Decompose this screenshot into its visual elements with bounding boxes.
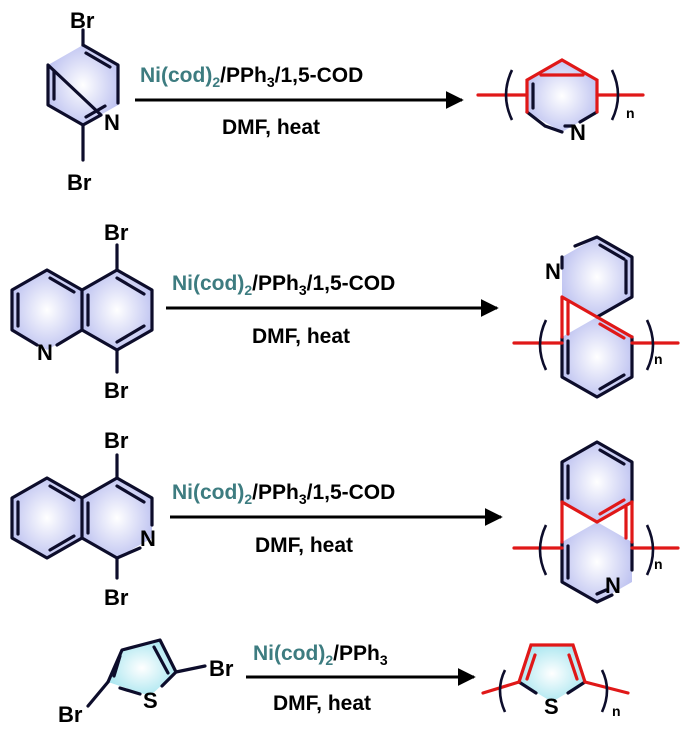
repeat-subscript: n <box>626 105 635 121</box>
solvent-label: DMF, heat <box>222 116 320 139</box>
reagent-cod: /1,5-COD <box>307 481 396 504</box>
reactant-dibromoquinoline: Br N Br <box>10 220 154 403</box>
reagent-sub: 3 <box>267 74 275 90</box>
atom-br-bottom: Br <box>104 378 129 403</box>
reagent-sub: 3 <box>299 491 307 507</box>
reaction-4: Br S Br Ni(cod)2/PPh3 DMF, heat S n <box>58 638 630 727</box>
reagent-pph: /PPh <box>252 272 299 295</box>
reagent-cod: /1,5-COD <box>307 272 396 295</box>
product-polythiophene: S n <box>481 643 630 719</box>
reagent-sub: 2 <box>325 652 333 668</box>
svg-text:Ni(cod)2/PPh3/1,5-COD: Ni(cod)2/PPh3/1,5-COD <box>172 481 395 507</box>
reactant-dibromothiophene: Br S Br <box>58 638 234 727</box>
svg-text:Ni(cod)2/PPh3/1,5-COD: Ni(cod)2/PPh3/1,5-COD <box>140 64 363 90</box>
reagent-sub: 3 <box>380 652 388 668</box>
product-polypyridine: N n <box>476 58 645 145</box>
reagent-sub: 3 <box>299 282 307 298</box>
product-polyquinoline: N n <box>512 235 680 399</box>
atom-n: N <box>104 110 120 135</box>
conditions-4: Ni(cod)2/PPh3 DMF, heat <box>246 642 476 715</box>
product-polyisoquinoline: N n <box>512 440 680 604</box>
product-atom-s: S <box>544 694 559 719</box>
reagent-sub: 2 <box>244 282 252 298</box>
reactant-dibromopyridine: Br N Br <box>46 8 120 195</box>
atom-br-top: Br <box>70 8 95 33</box>
atom-br-bottom: Br <box>104 585 129 610</box>
repeat-subscript: n <box>612 703 621 719</box>
atom-n: N <box>37 340 53 365</box>
atom-br-right: Br <box>209 656 234 681</box>
reagent-cod: /1,5-COD <box>275 64 364 87</box>
reagent-sub: 2 <box>244 491 252 507</box>
reagent-ni: Ni(cod) <box>172 272 244 295</box>
atom-br-left: Br <box>58 702 83 727</box>
svg-text:Ni(cod)2/PPh3: Ni(cod)2/PPh3 <box>253 642 388 668</box>
solvent-label: DMF, heat <box>255 534 353 557</box>
svg-text:Ni(cod)2/PPh3/1,5-COD: Ni(cod)2/PPh3/1,5-COD <box>172 272 395 298</box>
atom-s: S <box>143 688 158 713</box>
product-atom-n: N <box>570 120 586 145</box>
conditions-1: Ni(cod)2/PPh3/1,5-COD DMF, heat <box>135 64 464 139</box>
reagent-sub: 2 <box>212 74 220 90</box>
reaction-2: Br N Br Ni(cod)2/PPh3/1,5-COD DMF, heat … <box>10 220 680 403</box>
reagent-pph: /PPh <box>252 481 299 504</box>
atom-br-top: Br <box>104 220 129 245</box>
reagent-ni: Ni(cod) <box>253 642 325 665</box>
reagent-pph: /PPh <box>333 642 380 665</box>
reagent-pph: /PPh <box>220 64 267 87</box>
reaction-1: Br N Br Ni(cod)2/PPh3/1,5-COD DMF, heat … <box>46 8 645 195</box>
reagent-ni: Ni(cod) <box>140 64 212 87</box>
solvent-label: DMF, heat <box>252 325 350 348</box>
reactant-dibromoisoquinoline: Br N Br <box>10 428 156 610</box>
atom-n: N <box>140 526 156 551</box>
product-atom-n: N <box>545 259 561 284</box>
atom-br-top: Br <box>104 428 129 453</box>
product-atom-n: N <box>605 573 621 598</box>
repeat-subscript: n <box>654 556 663 572</box>
conditions-3: Ni(cod)2/PPh3/1,5-COD DMF, heat <box>170 481 503 557</box>
conditions-2: Ni(cod)2/PPh3/1,5-COD DMF, heat <box>166 272 499 348</box>
atom-br-bottom: Br <box>67 170 92 195</box>
repeat-subscript: n <box>654 351 663 367</box>
solvent-label: DMF, heat <box>273 692 371 715</box>
reaction-3: Br N Br Ni(cod)2/PPh3/1,5-COD DMF, heat … <box>10 428 680 610</box>
reagent-ni: Ni(cod) <box>172 481 244 504</box>
